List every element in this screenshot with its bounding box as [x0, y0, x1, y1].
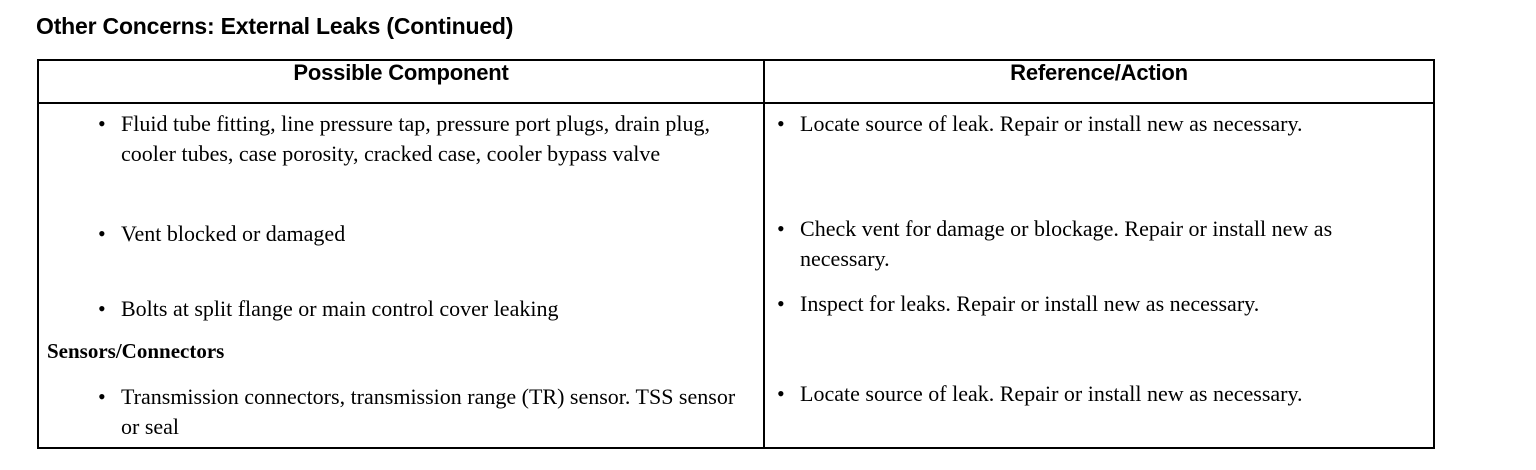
list-item: • Locate source of leak. Repair or insta… [777, 379, 1422, 409]
list-item-label: Vent blocked or damaged [121, 221, 346, 246]
bullet-icon: • [98, 296, 106, 321]
column-header-possible-component: Possible Component [36, 59, 766, 104]
list-item: • Fluid tube fitting, line pressure tap,… [98, 109, 748, 169]
list-item-label: Check vent for damage or blockage. Repai… [800, 216, 1333, 271]
list-item-label: Locate source of leak. Repair or install… [800, 111, 1303, 136]
cell-reference-action: • Locate source of leak. Repair or insta… [763, 102, 1435, 449]
column-header-reference-action: Reference/Action [763, 59, 1435, 104]
bullet-icon: • [777, 291, 785, 316]
reference-action-list: • Locate source of leak. Repair or insta… [765, 104, 1433, 447]
bullet-icon: • [777, 111, 785, 136]
list-item: • Bolts at split flange or main control … [98, 294, 748, 324]
list-item-label: Inspect for leaks. Repair or install new… [800, 291, 1260, 316]
list-item: • Transmission connectors, transmission … [98, 382, 748, 442]
bullet-icon: • [98, 221, 106, 246]
external-leaks-table: Possible Component Reference/Action • Fl… [36, 59, 1435, 449]
list-item-label: Transmission connectors, transmission ra… [121, 384, 736, 439]
table-header-row: Possible Component Reference/Action [36, 59, 1435, 104]
subheading-sensors-connectors: Sensors/Connectors [47, 339, 225, 363]
list-item-label: Fluid tube fitting, line pressure tap, p… [121, 111, 711, 166]
cell-possible-component: • Fluid tube fitting, line pressure tap,… [36, 102, 766, 449]
bullet-icon: • [98, 384, 106, 409]
bullet-icon: • [777, 216, 785, 241]
bullet-icon: • [98, 111, 106, 136]
list-item: • Inspect for leaks. Repair or install n… [777, 289, 1422, 319]
list-item-label: Bolts at split flange or main control co… [121, 296, 559, 321]
table-row: • Fluid tube fitting, line pressure tap,… [36, 102, 1435, 449]
list-item: • Vent blocked or damaged [98, 219, 748, 249]
page-title: Other Concerns: External Leaks (Continue… [36, 13, 514, 39]
list-item: • Check vent for damage or blockage. Rep… [777, 214, 1422, 274]
list-item-label: Locate source of leak. Repair or install… [800, 381, 1303, 406]
bullet-icon: • [777, 381, 785, 406]
possible-component-list: • Fluid tube fitting, line pressure tap,… [39, 104, 763, 447]
list-item: • Locate source of leak. Repair or insta… [777, 109, 1422, 139]
